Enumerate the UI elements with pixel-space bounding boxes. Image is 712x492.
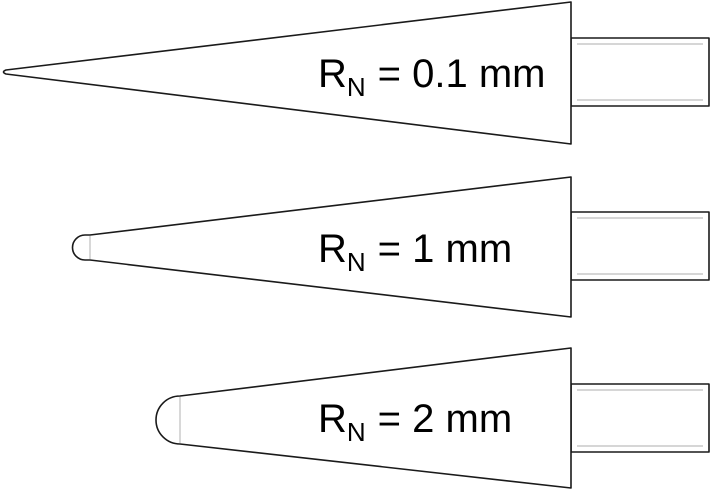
cone-3-shank — [570, 383, 710, 453]
cone-3-radius-value: = 2 mm — [378, 397, 512, 441]
cone-1-label: RN = 0.1 mm — [318, 52, 546, 102]
cone-sharp-tip: RN = 0.1 mm — [2, 1, 710, 145]
cone-3-body — [155, 347, 572, 489]
cone-1mm-radius: RN = 1 mm — [71, 176, 710, 318]
cone-2-label: RN = 1 mm — [318, 227, 512, 277]
cone-3-radius-symbol: R — [318, 397, 347, 441]
cone-2-radius-subscript: N — [347, 247, 366, 277]
cone-2-body — [71, 176, 572, 318]
cone-2-radius-symbol: R — [318, 227, 347, 271]
cone-2-radius-value: = 1 mm — [378, 227, 512, 271]
cone-1-shank — [570, 37, 710, 107]
cone-2mm-radius: RN = 2 mm — [155, 347, 710, 489]
cone-1-body — [2, 1, 572, 145]
cone-2-shank — [570, 211, 710, 281]
cone-3-radius-subscript: N — [347, 417, 366, 447]
cone-1-radius-value: = 0.1 mm — [378, 52, 546, 96]
cone-1-radius-symbol: R — [318, 52, 347, 96]
cone-1-radius-subscript: N — [347, 72, 366, 102]
cone-3-label: RN = 2 mm — [318, 397, 512, 447]
